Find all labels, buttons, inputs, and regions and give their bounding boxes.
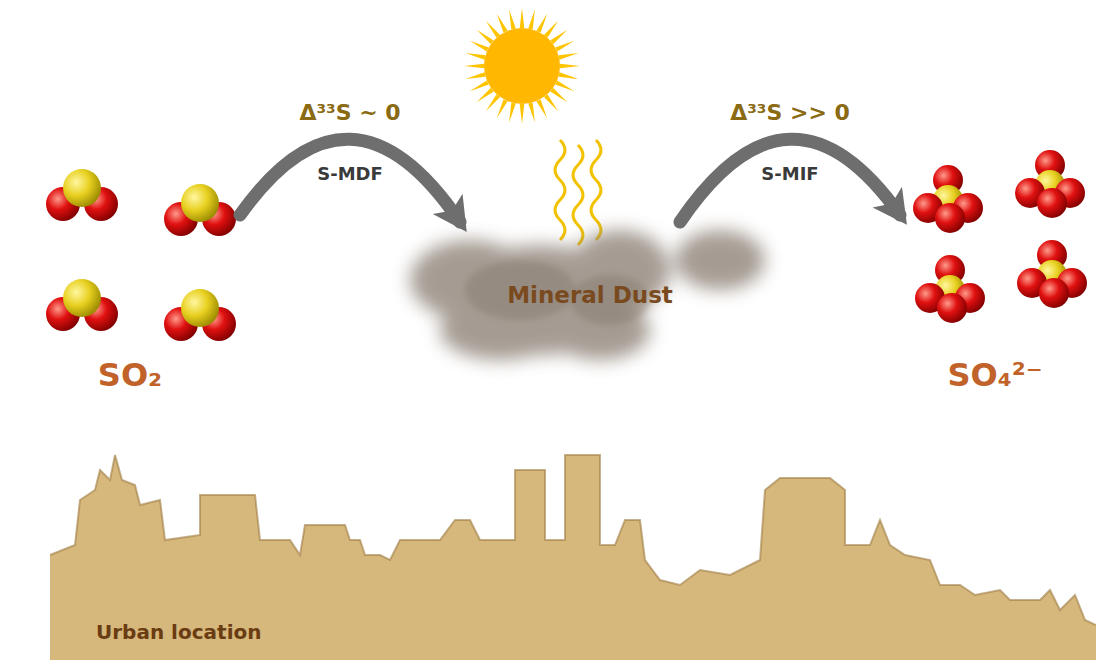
so2-molecule [46,169,118,221]
isotope-label: Δ³³S >> 0 [730,100,850,125]
dust-cloud [410,230,765,360]
mineral-dust-cloud: Mineral Dust [420,220,760,370]
so2-molecule [46,279,118,331]
so4-group: SO₄²⁻ [900,150,1090,400]
so4-molecule [1017,240,1087,308]
urban-band: Urban location [0,445,1096,660]
node-label: SO₄²⁻ [947,356,1042,394]
curved-arrow [680,139,900,222]
edge-label: S-MDF [317,163,383,184]
node-label: Mineral Dust [507,282,673,308]
sunlight-waves [555,140,601,245]
so2-molecule [164,289,236,341]
sun [464,8,580,124]
so4-molecule [915,255,985,323]
so4-molecule [913,165,983,233]
so4-molecule [1015,150,1085,218]
urban-skyline [50,455,1096,660]
so2-molecule [164,184,236,236]
node-label: SO₂ [98,356,162,394]
edge-label: S-MIF [761,163,818,184]
so2-group: SO₂ [20,150,240,400]
curved-arrow [240,139,460,222]
node-label: Urban location [96,620,261,644]
isotope-label: Δ³³S ~ 0 [299,100,400,125]
